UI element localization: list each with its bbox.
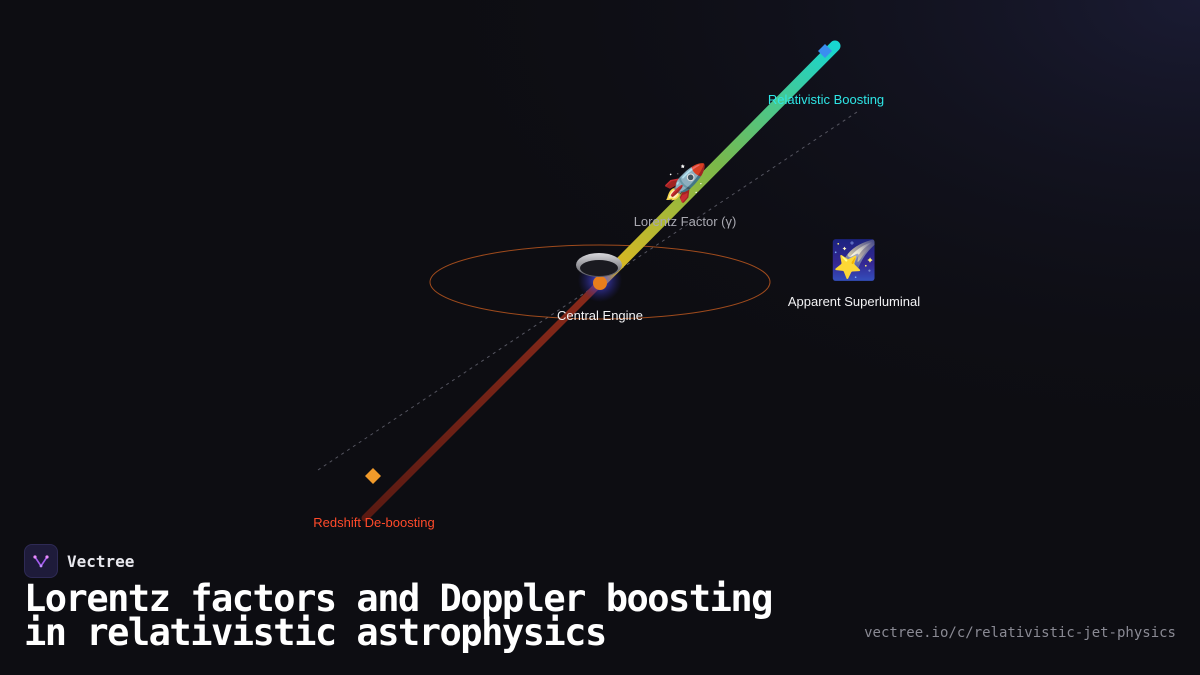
label-apparent-superluminal: Apparent Superluminal [787,294,921,309]
receding-jet [361,279,604,522]
label-lorentz-factor: Lorentz Factor (γ) [633,214,737,229]
title-line-1: Lorentz factors and Doppler boosting [24,577,773,620]
blue-diamond-icon [818,44,832,58]
brand-name: Vectree [67,551,135,571]
orange-diamond-icon [365,468,381,484]
label-redshift-deboosting: Redshift De-boosting [313,515,435,530]
disk-ring [429,244,771,320]
brand-logo [24,544,58,578]
accretion-disk-icon [576,253,622,277]
vectree-logo-icon [33,555,49,568]
rocket-icon: 🚀 [662,163,708,204]
approaching-jet [594,40,841,289]
page-title: Lorentz factors and Doppler boosting in … [24,577,773,654]
source-url: vectree.io/c/relativistic-jet-physics [864,625,1176,641]
shooting-star-icon: 🌠 [830,238,878,282]
label-relativistic-boosting: Relativistic Boosting [767,92,885,107]
label-central-engine: Central Engine [557,308,643,323]
title-line-2: in relativistic astrophysics [24,611,607,654]
engine-core [593,276,607,290]
brand: Vectree [24,544,134,578]
